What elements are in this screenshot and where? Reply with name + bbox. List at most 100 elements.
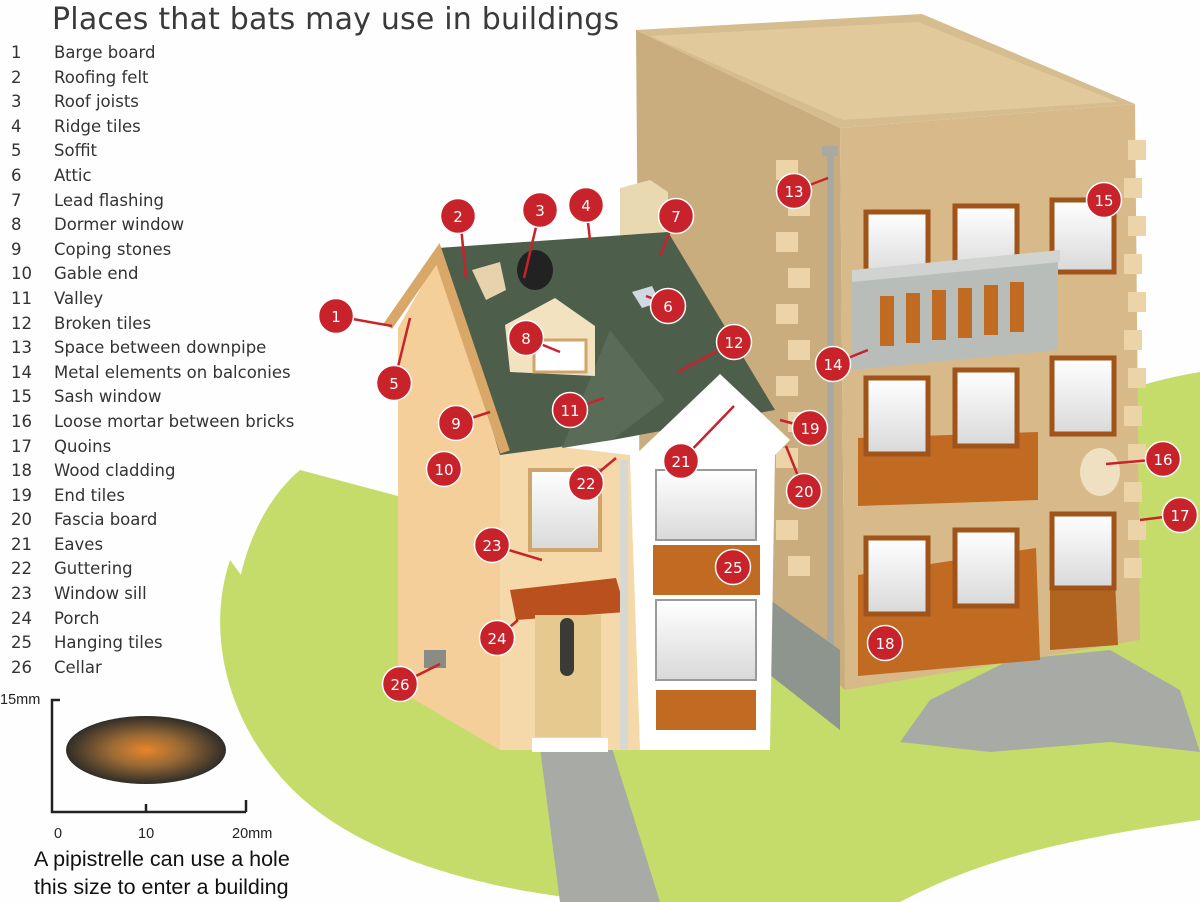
legend-label: End tiles: [54, 485, 125, 505]
callout-marker: 12: [715, 323, 753, 361]
callout-number: 5: [389, 375, 399, 393]
legend-label: Quoins: [54, 436, 112, 456]
legend-number: 6: [11, 165, 22, 185]
callout-circle: [478, 619, 516, 657]
callout-circle: [791, 409, 829, 447]
callout-number: 26: [390, 676, 409, 694]
legend-item: 13 Space between downpipe: [0, 338, 320, 363]
balcony: [852, 250, 1060, 370]
legend-label: Window sill: [54, 584, 147, 604]
legend-label: Space between downpipe: [54, 338, 267, 358]
callout-number: 24: [487, 630, 506, 648]
callout-circle: [381, 665, 419, 703]
callout-number: 25: [723, 559, 742, 577]
legend-label: Soffit: [54, 141, 97, 161]
callout-marker: 7: [657, 197, 695, 235]
legend-label: Fascia board: [54, 510, 158, 530]
legend-label: Ridge tiles: [54, 116, 141, 136]
legend-label: Coping stones: [54, 239, 172, 259]
callout-marker: 19: [791, 409, 829, 447]
callout-circle: [662, 442, 700, 480]
legend-label: Loose mortar between bricks: [54, 411, 295, 431]
legend-label: Attic: [54, 165, 92, 185]
legend-number: 19: [11, 485, 32, 505]
callout-circle: [814, 345, 852, 383]
callout-marker: 26: [381, 665, 419, 703]
callout-number: 10: [434, 461, 453, 479]
legend-number: 8: [11, 215, 22, 235]
callout-number: 8: [521, 330, 531, 348]
legend-item: 19 End tiles: [0, 486, 320, 511]
callout-marker: 16: [1144, 440, 1182, 478]
callout-circle: [521, 191, 559, 229]
callout-circle: [715, 323, 753, 361]
legend-number: 17: [11, 436, 32, 456]
callout-circle: [1085, 181, 1123, 219]
callout-circle: [785, 472, 823, 510]
callout-number: 11: [560, 402, 579, 420]
callout-number: 15: [1094, 192, 1113, 210]
callout-circle: [1161, 496, 1199, 534]
callout-circle: [507, 319, 545, 357]
legend-number: 25: [11, 633, 32, 653]
legend-label: Sash window: [54, 387, 162, 407]
garden-path-left: [540, 748, 660, 902]
callout-marker: 5: [375, 364, 413, 402]
legend-number: 9: [11, 239, 22, 259]
callout-number: 4: [581, 197, 591, 215]
callout-number: 18: [875, 635, 894, 653]
callout-circle: [657, 197, 695, 235]
callout-marker: 1: [317, 297, 355, 335]
callout-number: 17: [1170, 507, 1189, 525]
legend-number: 26: [11, 657, 32, 677]
grass-front: [220, 560, 1200, 902]
callout-marker: 23: [473, 526, 511, 564]
legend-number: 24: [11, 608, 32, 628]
callout-circle: [473, 526, 511, 564]
legend-number: 14: [11, 362, 32, 382]
legend-item: 20 Fascia board: [0, 510, 320, 535]
scale-tick-10: 10: [138, 826, 155, 842]
callout-number: 13: [784, 183, 803, 201]
callout-marker: 3: [521, 191, 559, 229]
legend-number: 18: [11, 461, 32, 481]
legend-number: 20: [11, 510, 32, 530]
legend-label: Eaves: [54, 534, 104, 554]
legend-number: 10: [11, 264, 32, 284]
callout-circle: [567, 186, 605, 224]
legend-item: 10 Gable end: [0, 264, 320, 289]
legend-label: Wood cladding: [54, 461, 176, 481]
callout-circle: [439, 197, 477, 235]
legend-item: 17 Quoins: [0, 437, 320, 462]
callout-circle: [425, 450, 463, 488]
scale-tick-0: 0: [54, 826, 63, 842]
callout-circle: [649, 287, 687, 325]
callout-circle: [317, 297, 355, 335]
callout-marker: 6: [649, 287, 687, 325]
legend-number: 12: [11, 313, 32, 333]
legend-number: 13: [11, 338, 32, 358]
legend-number: 22: [11, 559, 32, 579]
callout-marker: 24: [478, 619, 516, 657]
legend-label: Gable end: [54, 264, 139, 284]
callout-marker: 10: [425, 450, 463, 488]
page-title: Places that bats may use in buildings: [52, 2, 620, 37]
callout-number: 16: [1153, 451, 1172, 469]
pipistrelle-hole: [66, 716, 226, 784]
